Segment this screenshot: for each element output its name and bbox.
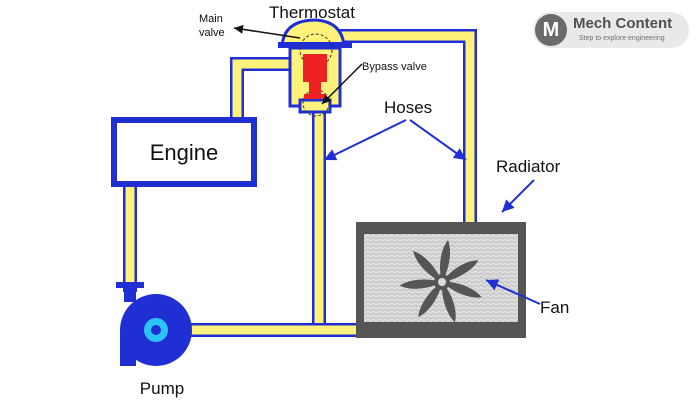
hoses-arrow-left [323, 119, 407, 161]
bypass-valve-label: Bypass valve [362, 61, 427, 73]
logo-name: Mech Content [573, 15, 673, 32]
thermostat [278, 18, 352, 117]
logo-tagline: Step to explore engineering [579, 35, 665, 42]
pump-label: Pump [140, 379, 184, 398]
fan [399, 240, 482, 323]
mech-content-logo: M Mech Content Step to explore engineeri… [533, 12, 689, 48]
fan-label: Fan [540, 298, 569, 317]
hoses-arrow-right [409, 119, 467, 161]
engine-block [111, 117, 257, 187]
valve-element [303, 54, 327, 82]
main-valve-circle [299, 33, 333, 67]
main-valve-arrow [233, 24, 301, 39]
radiator-top-tank [356, 222, 526, 234]
hose-engine-to-thermostat [230, 57, 292, 120]
hoses-label: Hoses [384, 98, 432, 117]
main-valve-label-line2: valve [199, 27, 225, 39]
fan-arrow [485, 279, 541, 305]
thermostat-label: Thermostat [269, 3, 355, 22]
main-valve-label-line1: Main [199, 13, 223, 25]
radiator-label: Radiator [496, 157, 561, 176]
bypass-valve-arrow [321, 63, 363, 105]
radiator [356, 222, 526, 338]
logo-badge: M [535, 14, 567, 46]
radiator-arrow [501, 179, 535, 213]
radiator-bottom-tank [356, 322, 526, 338]
engine-label: Engine [150, 140, 219, 165]
pump [116, 282, 192, 366]
